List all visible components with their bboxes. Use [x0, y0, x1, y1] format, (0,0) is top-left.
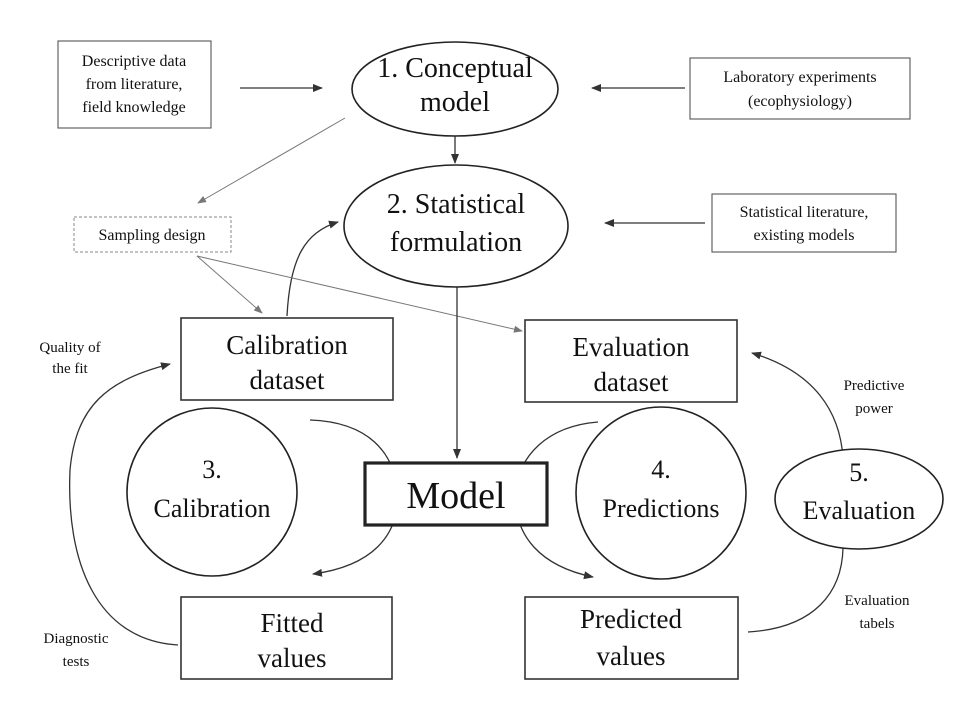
model-box — [363, 461, 549, 527]
laboratory-experiments-box — [689, 57, 911, 120]
statistical-literature-line1: Statistical literature, — [740, 204, 869, 221]
fitted-values-label-line1: Fitted — [260, 608, 324, 638]
calibration-label-line2: Calibration — [154, 494, 271, 523]
sampling-design-label: Sampling design — [98, 227, 205, 244]
fitted-values-label-line2: values — [258, 643, 327, 673]
evaluation-tables-line2: tabels — [860, 616, 895, 632]
connectors — [68, 84, 844, 646]
arrow-diagnostic-to-calibration-dataset — [68, 362, 179, 646]
evaluation-dataset-label-line1: Evaluation — [573, 332, 690, 362]
calibration-label-line1: 3. — [202, 455, 222, 484]
fitted-values-box — [180, 596, 393, 680]
descriptive-data-line1: Descriptive data — [82, 53, 186, 70]
calibration-dataset-box — [180, 317, 394, 401]
conceptual-model-node — [351, 41, 559, 137]
evaluation-tables-line1: Evaluation — [845, 593, 910, 609]
statistical-literature-line2: existing models — [754, 227, 855, 244]
predictive-power-line2: power — [855, 401, 893, 417]
descriptive-data-line2: from literature, — [86, 76, 183, 93]
statistical-literature-box — [711, 193, 897, 253]
diagnostic-tests-line1: Diagnostic — [44, 631, 109, 647]
conceptual-model-label-line2: model — [420, 87, 490, 118]
evaluation-label-line2: Evaluation — [803, 496, 916, 525]
quality-of-fit-line1: Quality of — [39, 340, 100, 356]
predictions-node — [575, 406, 747, 580]
arrow-sampling-to-evaluation-dataset — [196, 255, 523, 333]
statistical-formulation-label-line1: 2. Statistical — [387, 189, 526, 220]
predicted-values-label-line1: Predicted — [580, 604, 682, 634]
evaluation-label-line1: 5. — [849, 458, 869, 487]
arrow-sampling-to-calibration-dataset — [196, 255, 263, 314]
arrow-conceptual-to-sampling — [197, 117, 346, 204]
calibration-dataset-label-line2: dataset — [250, 365, 325, 395]
predictive-power-line1: Predictive — [844, 378, 905, 394]
statistical-formulation-node — [343, 164, 569, 288]
calibration-dataset-label-line1: Calibration — [226, 330, 348, 360]
laboratory-experiments-line1: Laboratory experiments — [723, 69, 876, 86]
descriptive-data-box — [57, 40, 212, 129]
sampling-design-box — [73, 216, 232, 253]
predictions-label-line2: Predictions — [603, 494, 720, 523]
model-label: Model — [406, 475, 505, 517]
evaluation-dataset-label-line2: dataset — [594, 367, 669, 397]
calibration-node — [126, 407, 298, 577]
evaluation-node — [774, 448, 944, 550]
predicted-values-box — [524, 596, 739, 680]
evaluation-dataset-box — [524, 319, 738, 403]
laboratory-experiments-line2: (ecophysiology) — [748, 93, 852, 110]
descriptive-data-line3: field knowledge — [82, 99, 186, 116]
conceptual-model-label-line1: 1. Conceptual — [377, 53, 533, 84]
arrow-calibration-dataset-to-statistical — [286, 220, 339, 317]
statistical-formulation-label-line2: formulation — [390, 227, 522, 258]
predictions-label-line1: 4. — [651, 455, 671, 484]
predicted-values-label-line2: values — [597, 641, 666, 671]
diagnostic-tests-line2: tests — [63, 654, 90, 670]
arrow-evaluation-to-evaluation-dataset — [748, 353, 844, 633]
quality-of-fit-line2: the fit — [52, 361, 88, 377]
